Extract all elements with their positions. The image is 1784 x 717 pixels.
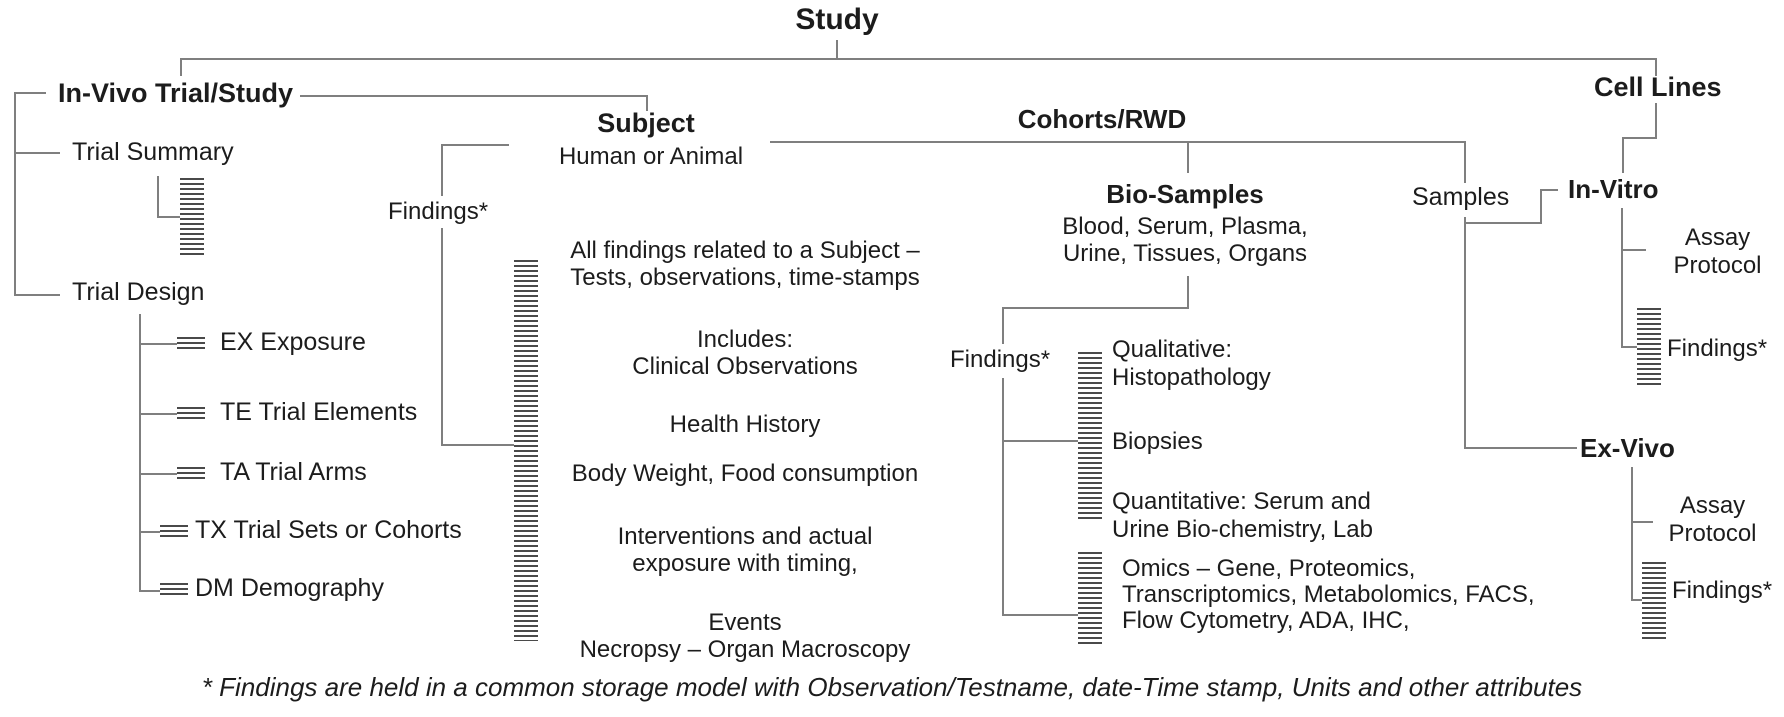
connector-stub-trial-summary bbox=[14, 152, 60, 154]
connector-stub-tx bbox=[139, 531, 177, 533]
node-subject: Subject bbox=[597, 108, 695, 138]
data-table-icon-ta-trial-arms bbox=[177, 467, 205, 481]
node-dm-demography: DM Demography bbox=[195, 574, 384, 602]
node-in-vitro-assay-protocol: Assay Protocol bbox=[1673, 224, 1762, 279]
connector-in-vitro-findings-elbow bbox=[1621, 346, 1638, 348]
node-biopsies: Biopsies bbox=[1112, 428, 1203, 455]
node-human-or-animal: Human or Animal bbox=[558, 143, 744, 170]
data-table-icon-tx-trial-sets bbox=[160, 525, 188, 539]
node-ex-vivo: Ex-Vivo bbox=[1580, 433, 1675, 463]
connector-study-tick bbox=[836, 40, 838, 60]
connector-in-vitro-assay-stub bbox=[1621, 249, 1646, 251]
connector-trial-summary-elbow-v bbox=[157, 176, 159, 218]
data-table-icon-dm-demography bbox=[160, 583, 188, 597]
connector-cell-lines-v2 bbox=[1622, 137, 1624, 173]
connector-samples-to-ex-vivo bbox=[1464, 447, 1577, 449]
connector-in-vivo-to-subject-v bbox=[646, 95, 648, 111]
connector-study-bus bbox=[180, 58, 1657, 60]
note-includes: Includes: Clinical Observations bbox=[632, 326, 858, 380]
connector-ex-vivo-findings-elbow bbox=[1631, 599, 1644, 601]
node-quantitative: Quantitative: Serum and Urine Bio-chemis… bbox=[1112, 488, 1373, 543]
node-ex-exposure: EX Exposure bbox=[220, 328, 366, 356]
node-tx-trial-sets: TX Trial Sets or Cohorts bbox=[195, 516, 462, 544]
connector-cohorts-bus bbox=[770, 141, 1466, 143]
node-findings-bio: Findings* bbox=[950, 346, 1051, 373]
node-findings-subject: Findings* bbox=[388, 198, 489, 225]
node-bio-samples: Bio-Samples bbox=[1106, 179, 1264, 209]
node-omics: Omics – Gene, Proteomics, Transcriptomic… bbox=[1122, 555, 1535, 634]
node-bio-samples-subtitle: Blood, Serum, Plasma, Urine, Tissues, Or… bbox=[1062, 213, 1308, 267]
data-table-icon-bio-findings bbox=[1078, 352, 1102, 521]
note-interventions: Interventions and actual exposure with t… bbox=[617, 523, 873, 577]
footnote: * Findings are held in a common storage … bbox=[201, 672, 1583, 702]
connector-samples-to-in-vitro-h bbox=[1464, 222, 1542, 224]
connector-findings-bio-v2 bbox=[1002, 378, 1004, 616]
connector-cell-lines-v1 bbox=[1655, 103, 1657, 139]
data-table-icon-in-vitro-findings bbox=[1637, 308, 1661, 388]
connector-findings-subject-v2 bbox=[441, 228, 443, 446]
node-cell-lines: Cell Lines bbox=[1594, 72, 1722, 102]
connector-in-vitro-spine bbox=[1621, 208, 1623, 348]
node-ex-vivo-assay-protocol: Assay Protocol bbox=[1668, 492, 1757, 547]
data-table-icon-trial-summary bbox=[180, 178, 204, 258]
data-table-icon-ex-exposure bbox=[177, 337, 205, 351]
connector-samples-to-in-vitro-v bbox=[1540, 189, 1542, 224]
connector-bus-to-in-vivo bbox=[180, 58, 182, 76]
connector-findings-subject-v1 bbox=[441, 144, 443, 196]
connector-stub-te bbox=[139, 413, 177, 415]
connector-bio-elbow-v bbox=[1187, 276, 1189, 309]
connector-findings-bio-stub1 bbox=[1002, 440, 1078, 442]
connector-stub-ex bbox=[139, 343, 177, 345]
note-all-findings: All findings related to a Subject – Test… bbox=[570, 237, 920, 291]
connector-trial-summary-elbow-h bbox=[157, 216, 181, 218]
node-ex-vivo-findings: Findings* bbox=[1672, 577, 1773, 604]
node-in-vitro-findings: Findings* bbox=[1667, 335, 1768, 362]
connector-samples-spine bbox=[1464, 217, 1466, 449]
connector-bio-elbow-h bbox=[1002, 307, 1189, 309]
connector-findings-subject-stub bbox=[441, 144, 509, 146]
connector-findings-bio-v1 bbox=[1002, 307, 1004, 344]
node-qualitative-histopathology: Qualitative: Histopathology bbox=[1112, 336, 1271, 391]
node-study: Study bbox=[795, 3, 879, 36]
note-health-history: Health History bbox=[669, 411, 821, 438]
connector-bus-to-bio-samples bbox=[1187, 141, 1189, 173]
node-samples: Samples bbox=[1412, 183, 1510, 211]
connector-stub-dm bbox=[139, 590, 177, 592]
node-te-trial-elements: TE Trial Elements bbox=[220, 398, 418, 426]
node-trial-design: Trial Design bbox=[72, 278, 205, 306]
connector-in-vivo-bracket bbox=[14, 93, 16, 296]
connector-ex-vivo-assay-stub bbox=[1631, 521, 1653, 523]
connector-stub-in-vivo bbox=[14, 92, 46, 94]
connector-in-vivo-to-subject-h bbox=[300, 95, 648, 97]
data-table-icon-subject-findings bbox=[514, 260, 538, 641]
data-table-icon-ex-vivo-findings bbox=[1642, 562, 1666, 642]
note-events-necropsy: Events Necropsy – Organ Macroscopy bbox=[579, 609, 911, 663]
connector-trial-design-spine bbox=[139, 314, 141, 592]
node-ta-trial-arms: TA Trial Arms bbox=[220, 458, 367, 486]
node-in-vivo-trial-study: In-Vivo Trial/Study bbox=[58, 78, 294, 108]
connector-stub-ta bbox=[139, 473, 177, 475]
data-table-icon-te-trial-elements bbox=[177, 407, 205, 421]
note-body-weight: Body Weight, Food consumption bbox=[571, 460, 919, 487]
connector-findings-subject-elbow bbox=[441, 444, 516, 446]
connector-findings-bio-stub2 bbox=[1002, 614, 1078, 616]
connector-bus-to-samples bbox=[1464, 141, 1466, 183]
data-table-icon-omics bbox=[1078, 552, 1102, 644]
connector-ex-vivo-spine bbox=[1631, 467, 1633, 601]
node-trial-summary: Trial Summary bbox=[72, 138, 234, 166]
node-in-vitro: In-Vitro bbox=[1568, 174, 1659, 204]
node-cohorts-rwd: Cohorts/RWD bbox=[1017, 104, 1187, 134]
connector-samples-to-in-vitro-stub bbox=[1540, 189, 1558, 191]
connector-cell-lines-h bbox=[1622, 137, 1657, 139]
connector-bus-to-cell-lines bbox=[1655, 58, 1657, 76]
connector-stub-trial-design bbox=[14, 294, 60, 296]
